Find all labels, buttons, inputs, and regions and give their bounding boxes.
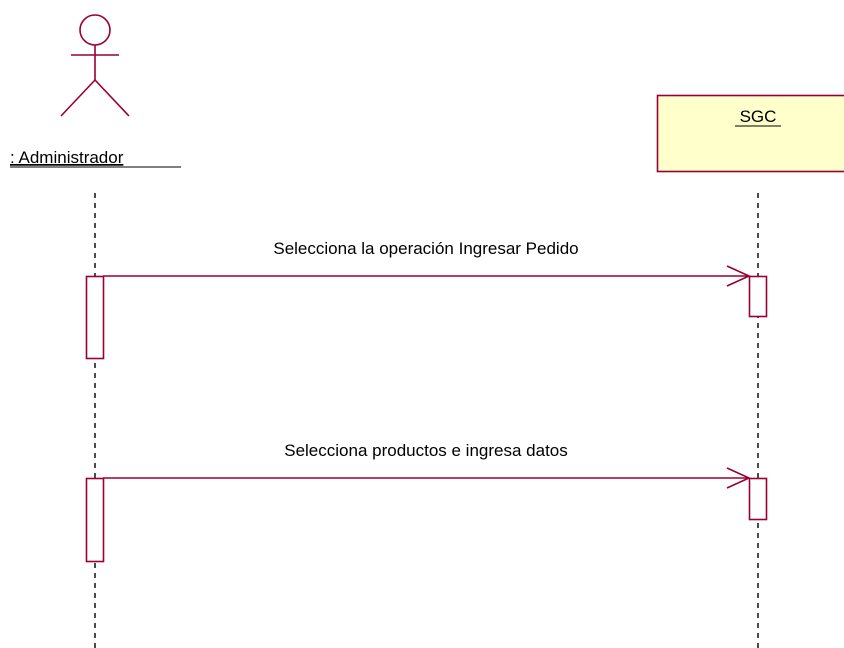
actor-label: : Administrador xyxy=(10,148,124,167)
object-box-sgc[interactable] xyxy=(656,94,844,173)
actor-right-leg xyxy=(94,79,130,117)
message-2-arrow[interactable] xyxy=(103,467,751,489)
message-1-label: Selecciona la operación Ingresar Pedido xyxy=(273,239,578,258)
actor-activation-2 xyxy=(85,477,105,563)
actor-activation-1 xyxy=(85,275,105,360)
message-2-label: Selecciona productos e ingresa datos xyxy=(284,441,568,460)
actor-head xyxy=(79,14,111,46)
object-label: SGC xyxy=(740,107,777,126)
object-activation-1 xyxy=(748,275,768,318)
actor-figure[interactable] xyxy=(60,14,130,117)
actor-left-leg xyxy=(60,79,96,117)
object-activation-2 xyxy=(748,477,768,521)
message-1-arrow[interactable] xyxy=(103,265,751,287)
